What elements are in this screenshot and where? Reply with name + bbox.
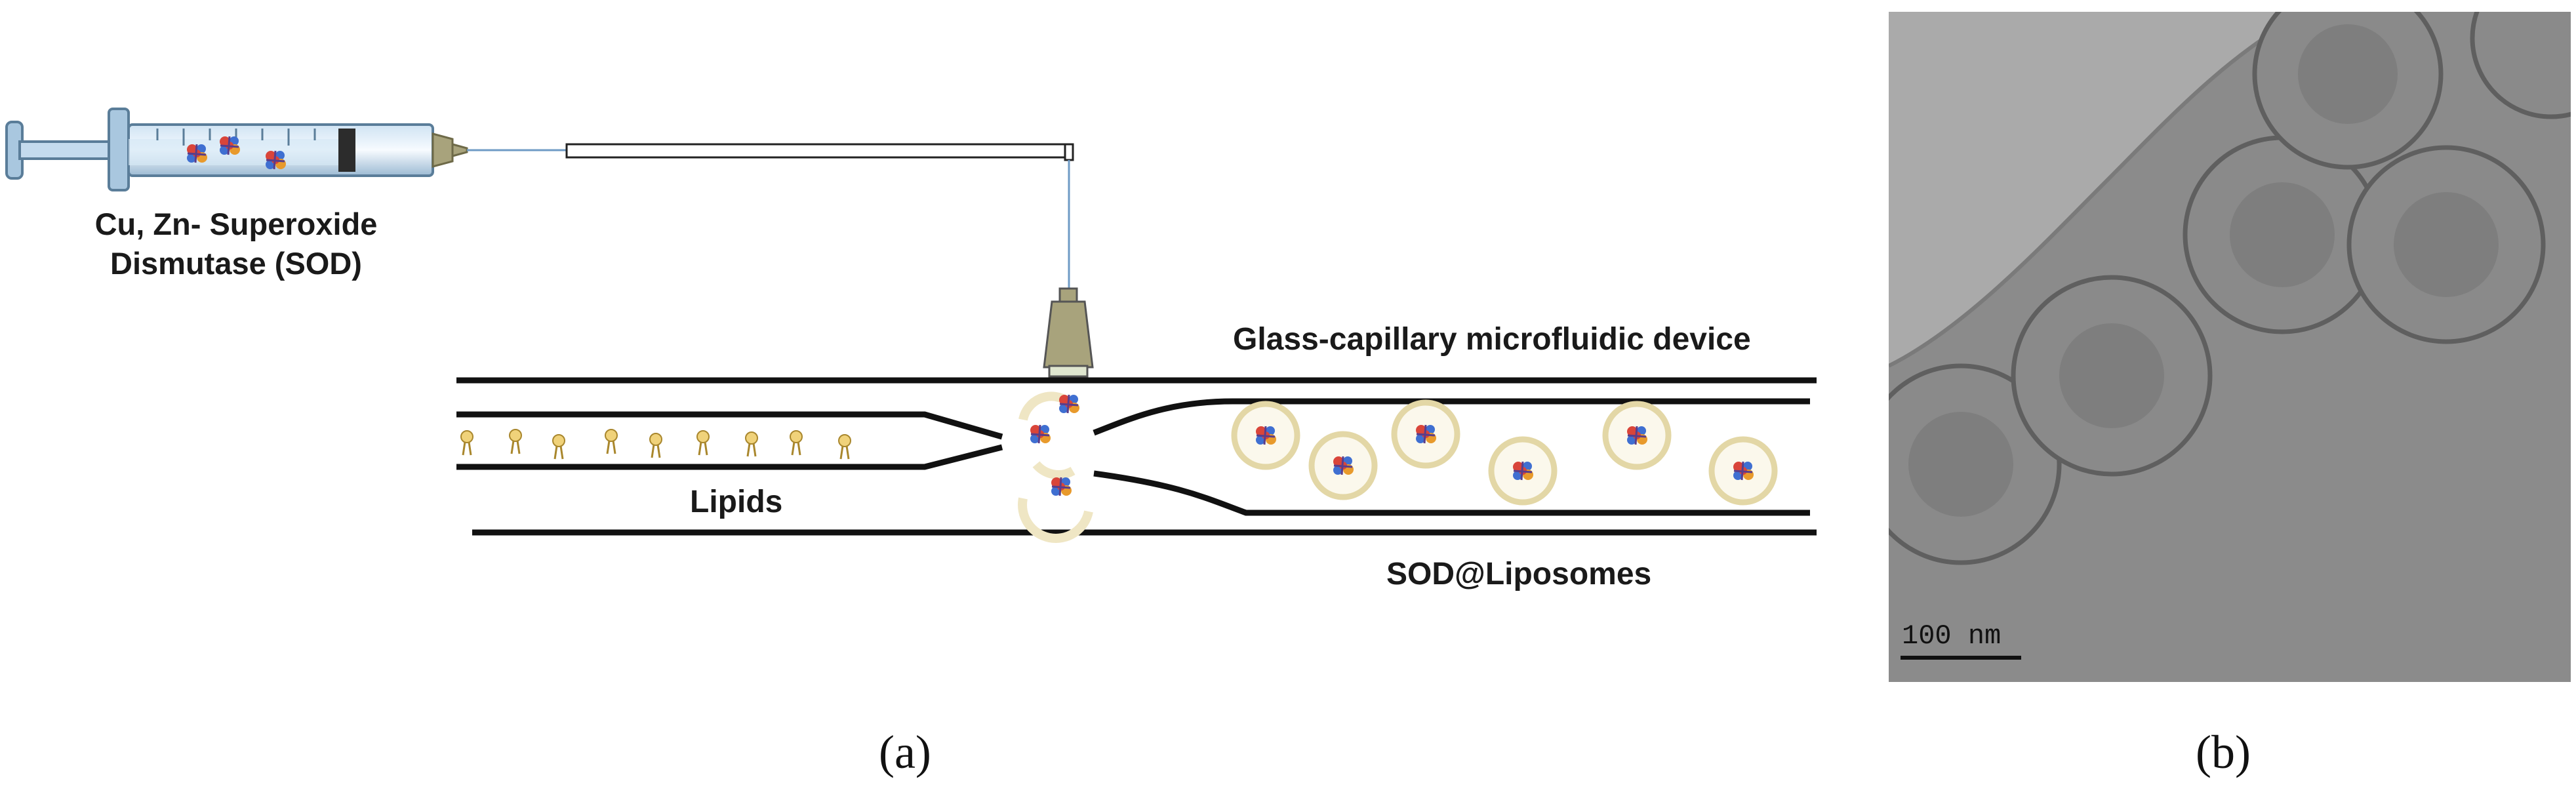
syringe-label-line2: Dismutase (SOD) xyxy=(110,246,362,281)
device-label: Glass-capillary microfluidic device xyxy=(1233,322,1751,357)
capillary-device xyxy=(456,377,1817,536)
panel-a-label: (a) xyxy=(879,726,931,778)
micrograph-image xyxy=(1889,12,2571,682)
injection-nozzle xyxy=(1043,287,1094,378)
panel-b-label: (b) xyxy=(2196,726,2251,778)
sod-liposomes xyxy=(1231,399,1778,506)
syringe-label: Cu, Zn- Superoxide Dismutase (SOD) xyxy=(20,205,453,283)
lipid-molecules xyxy=(460,428,852,460)
scale-bar xyxy=(1901,656,2021,660)
scale-bar-label: 100 nm xyxy=(1902,620,2002,652)
cryo-tem-micrograph xyxy=(1889,12,2571,682)
lipids-label: Lipids xyxy=(690,485,783,519)
forming-liposomes xyxy=(1018,391,1093,543)
microfluidic-schematic xyxy=(5,108,1817,543)
output-label: SOD@Liposomes xyxy=(1386,557,1652,591)
syringe xyxy=(5,108,468,191)
syringe-label-line1: Cu, Zn- Superoxide xyxy=(94,207,378,241)
feed-tubing xyxy=(467,143,1074,289)
